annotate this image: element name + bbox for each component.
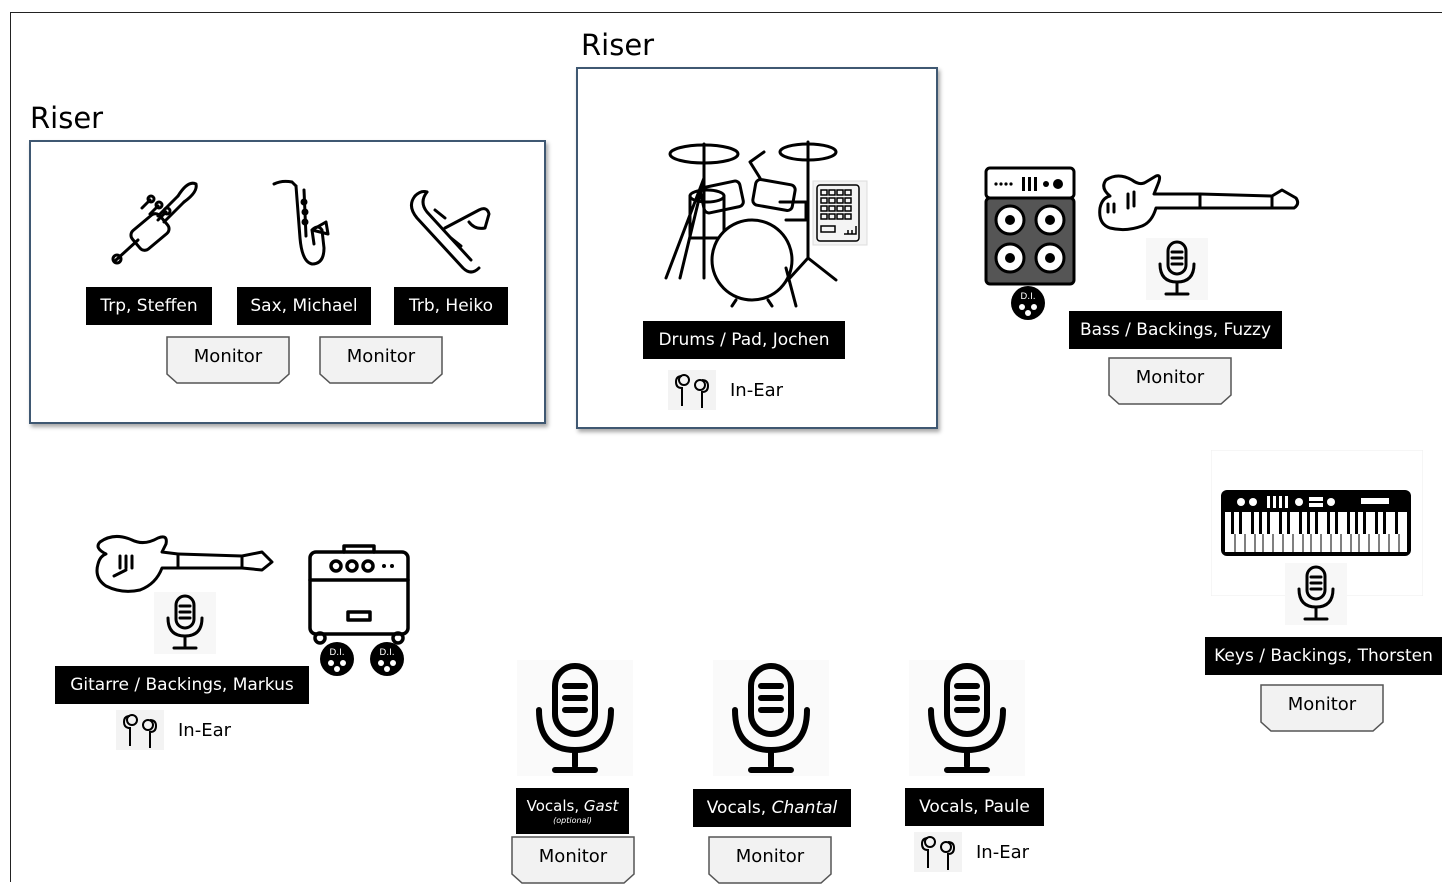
- sampling-pad-icon: [812, 180, 868, 246]
- in-ear-monitor: In-Ear: [668, 370, 783, 410]
- monitor-wedge: Monitor: [166, 336, 290, 384]
- microphone-icon: [1146, 238, 1208, 300]
- monitor-label: Monitor: [1260, 694, 1384, 715]
- vocals-paule-label: Vocals, Paule: [905, 788, 1044, 826]
- monitor-label: Monitor: [511, 846, 635, 867]
- vocals-chantal-prefix: Vocals,: [707, 798, 772, 818]
- vocal-microphone-icon: [713, 660, 829, 776]
- in-ear-monitor: In-Ear: [914, 832, 1029, 872]
- vocal-microphone-icon: [517, 660, 633, 776]
- di-box-icon: D.I.: [319, 641, 355, 677]
- drum-riser-title: Riser: [581, 31, 654, 60]
- keys-label: Keys / Backings, Thorsten: [1205, 637, 1442, 675]
- monitor-label: Monitor: [708, 846, 832, 867]
- di-label: D.I.: [379, 648, 394, 658]
- vocals-gast-prefix: Vocals,: [527, 797, 584, 815]
- monitor-label: Monitor: [1108, 367, 1232, 388]
- vocals-gast-label: Vocals, Gast (optional): [516, 788, 629, 834]
- vocals-chantal-label: Vocals, Chantal: [693, 789, 851, 827]
- earphones-icon: [668, 370, 716, 410]
- monitor-label: Monitor: [319, 346, 443, 367]
- microphone-icon: [154, 592, 216, 654]
- bass-label: Bass / Backings, Fuzzy: [1069, 311, 1282, 349]
- earphones-icon: [914, 832, 962, 872]
- trumpet-icon: [108, 178, 200, 268]
- saxophone-icon: [268, 178, 330, 270]
- in-ear-monitor: In-Ear: [116, 710, 231, 750]
- sax-label: Sax, Michael: [237, 287, 371, 325]
- in-ear-label: In-Ear: [178, 720, 231, 741]
- trombone-icon: [405, 188, 491, 278]
- earphones-icon: [116, 710, 164, 750]
- vocals-gast-name: Gast: [584, 797, 619, 815]
- di-label: D.I.: [329, 648, 344, 658]
- monitor-label: Monitor: [166, 346, 290, 367]
- bass-amp-icon: [960, 162, 1094, 290]
- bass-guitar-icon: [1096, 168, 1302, 236]
- vocals-chantal-name: Chantal: [772, 798, 838, 818]
- drums-label: Drums / Pad, Jochen: [643, 321, 845, 359]
- di-box-icon: D.I.: [369, 641, 405, 677]
- di-box-icon: D.I.: [1010, 285, 1046, 321]
- in-ear-label: In-Ear: [976, 842, 1029, 863]
- brass-riser-title: Riser: [30, 104, 103, 133]
- monitor-wedge: Monitor: [1260, 684, 1384, 732]
- monitor-wedge: Monitor: [1108, 357, 1232, 405]
- vocals-gast-sub: (optional): [553, 817, 592, 825]
- trumpet-label: Trp, Steffen: [86, 287, 212, 325]
- trombone-label: Trb, Heiko: [394, 287, 508, 325]
- guitar-amp-icon: [306, 540, 412, 646]
- in-ear-label: In-Ear: [730, 380, 783, 401]
- microphone-icon: [1285, 563, 1347, 625]
- monitor-wedge: Monitor: [319, 336, 443, 384]
- vocal-microphone-icon: [909, 660, 1025, 776]
- electric-guitar-icon: [92, 530, 276, 596]
- guitar-label: Gitarre / Backings, Markus: [55, 666, 309, 704]
- di-label: D.I.: [1020, 292, 1035, 302]
